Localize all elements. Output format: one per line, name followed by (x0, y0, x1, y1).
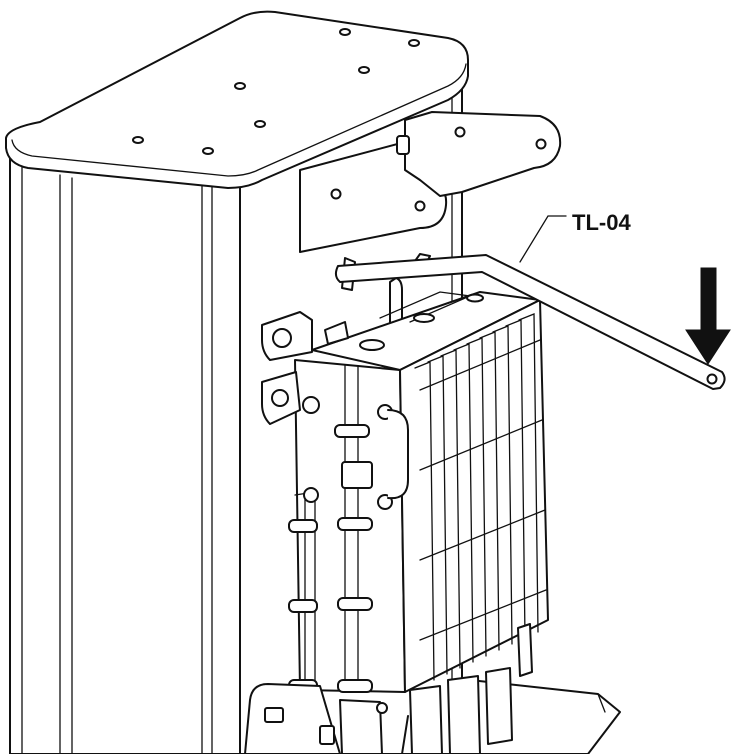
mounting-bracket (299, 111, 562, 253)
down-arrow-icon (685, 267, 731, 365)
lifting-tool (334, 254, 726, 390)
callout-label: TL-04 (572, 210, 631, 235)
top-cap-plate (5, 10, 469, 189)
mounting-lugs (261, 311, 349, 425)
bolt-hole-icons (132, 28, 420, 155)
callout-leader (519, 215, 567, 263)
bottom-connectors (244, 623, 533, 754)
radio-unit (261, 291, 549, 693)
cooling-fins (414, 313, 547, 681)
cable-guides (288, 364, 409, 693)
